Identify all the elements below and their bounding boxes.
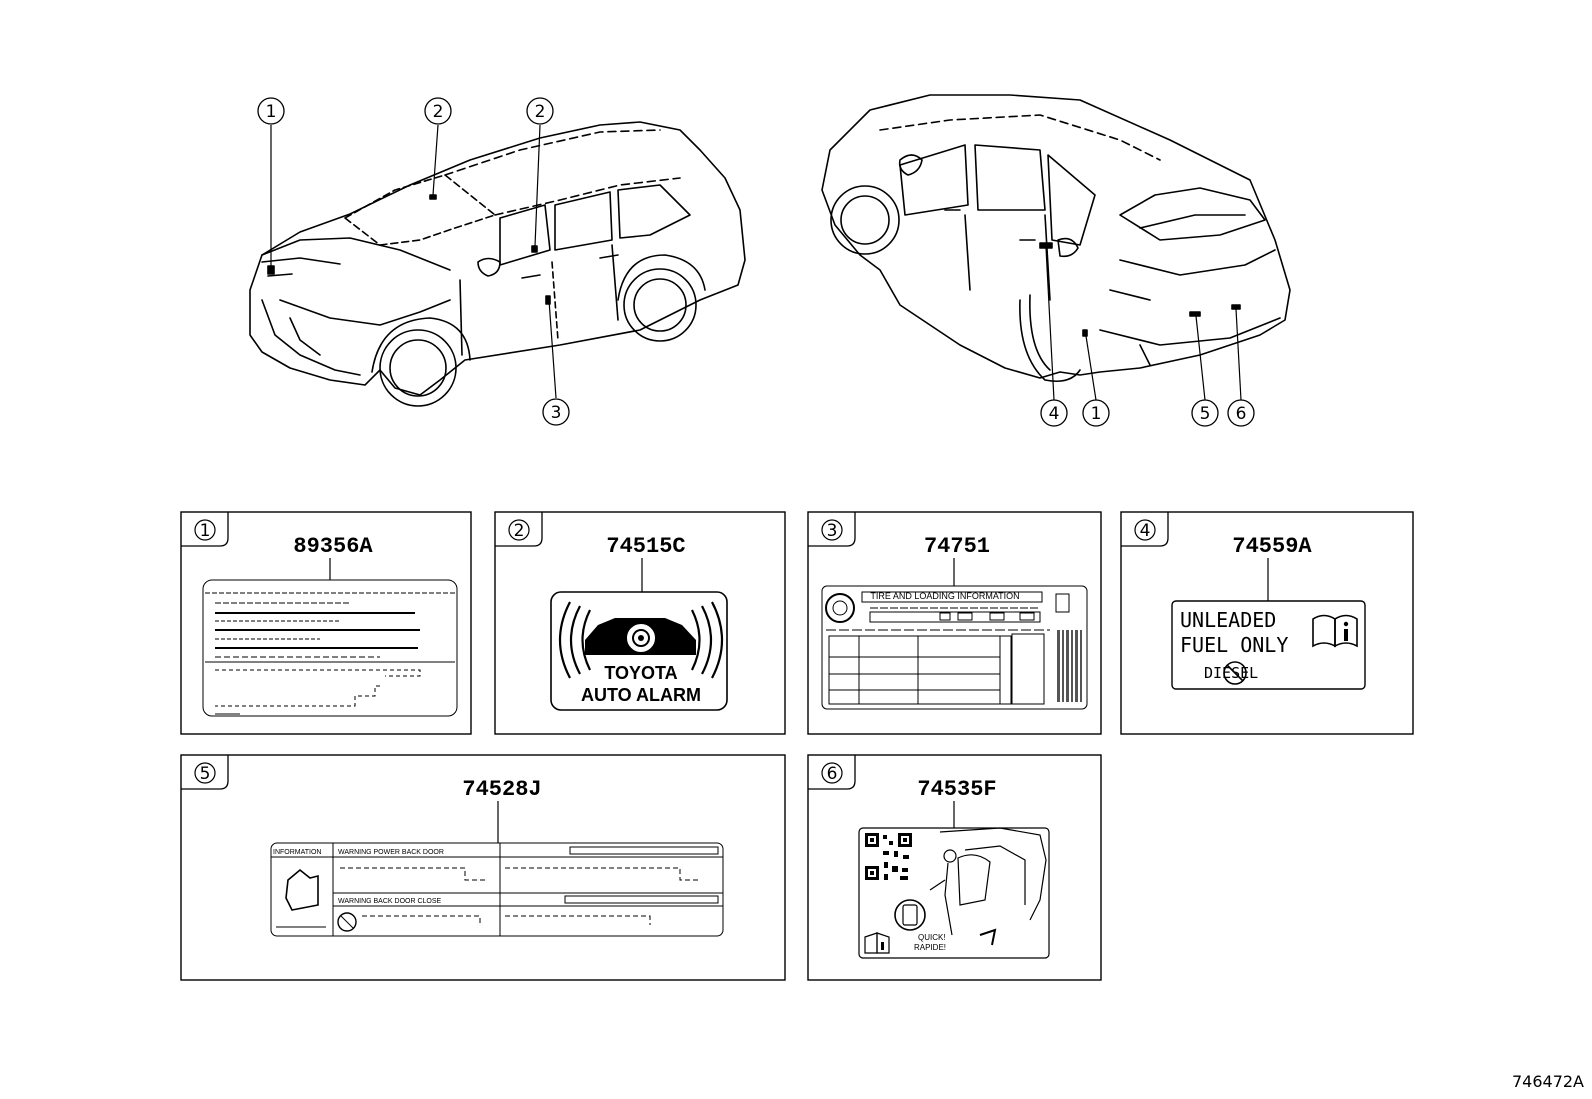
fuel-label-line-3: DIESEL bbox=[1204, 664, 1258, 682]
callout-3-front: 3 bbox=[542, 398, 570, 426]
label-cell-warning-close: WARNING BACK DOOR CLOSE bbox=[338, 898, 442, 905]
part-number: 74515C bbox=[606, 534, 685, 559]
svg-text:5: 5 bbox=[1200, 404, 1211, 424]
front-view-callouts bbox=[270, 124, 557, 399]
manual-info-icon bbox=[1312, 614, 1358, 648]
svg-text:3: 3 bbox=[551, 403, 562, 423]
callout-5-rear: 5 bbox=[1191, 399, 1219, 427]
tire-label-barcode bbox=[1057, 630, 1082, 702]
panel-5: 5 74528J INFORMATION WARNING POWER BACK … bbox=[180, 754, 786, 981]
fuel-label-line-1: UNLEADED bbox=[1180, 608, 1276, 632]
quick-label-line-2: RAPIDE! bbox=[914, 943, 946, 952]
svg-text:2: 2 bbox=[535, 102, 546, 122]
label-cell-information: INFORMATION bbox=[273, 849, 321, 856]
part-number: 89356A bbox=[293, 534, 373, 559]
callout-6-rear: 6 bbox=[1227, 399, 1255, 427]
vehicle-front-view bbox=[249, 121, 746, 407]
callout-2-front-a: 2 bbox=[424, 97, 452, 125]
panel-1: 1 89356A bbox=[180, 511, 472, 735]
rear-view-callouts bbox=[1045, 247, 1242, 401]
svg-text:4: 4 bbox=[1049, 404, 1060, 424]
fuel-label: UNLEADED FUEL ONLY DIESEL bbox=[1171, 600, 1366, 690]
bumper-caution-label bbox=[202, 579, 458, 717]
part-number: 74535F bbox=[917, 777, 996, 802]
callout-2-front-b: 2 bbox=[526, 97, 554, 125]
panel-index: 5 bbox=[200, 764, 211, 784]
callout-4-rear: 4 bbox=[1040, 399, 1068, 427]
panel-2: 2 74515C TOYOTA AUTO ALARM bbox=[494, 511, 786, 735]
panel-index: 6 bbox=[827, 764, 838, 784]
auto-alarm-label: TOYOTA AUTO ALARM bbox=[550, 591, 728, 711]
svg-text:2: 2 bbox=[433, 102, 444, 122]
panel-index: 3 bbox=[827, 521, 838, 541]
back-door-warning-label: INFORMATION WARNING POWER BACK DOOR WARN… bbox=[270, 842, 724, 937]
part-number: 74528J bbox=[462, 777, 541, 802]
panel-index: 4 bbox=[1140, 521, 1151, 541]
fuel-label-line-2: FUEL ONLY bbox=[1180, 633, 1288, 657]
panel-4: 4 74559A UNLEADED FUEL ONLY DIESEL bbox=[1120, 511, 1414, 735]
vehicle-rear-view bbox=[821, 94, 1291, 383]
part-number: 74751 bbox=[924, 534, 990, 559]
alarm-label-line-1: TOYOTA bbox=[604, 663, 677, 683]
tire-label-heading: TIRE AND LOADING INFORMATION bbox=[870, 591, 1019, 601]
panel-6: 6 74535F bbox=[807, 754, 1102, 981]
label-cell-warning-power: WARNING POWER BACK DOOR bbox=[338, 849, 444, 856]
panel-index: 1 bbox=[200, 521, 211, 541]
panel-index: 2 bbox=[514, 521, 525, 541]
svg-text:1: 1 bbox=[266, 102, 277, 122]
callout-1-rear: 1 bbox=[1082, 399, 1110, 427]
quick-access-label: QUICK! RAPIDE! bbox=[858, 827, 1050, 959]
quick-label-line-1: QUICK! bbox=[918, 933, 946, 942]
part-number: 74559A bbox=[1232, 534, 1312, 559]
callout-1-front: 1 bbox=[257, 97, 285, 125]
panel-3: 3 74751 TIRE AND LOADING INFORMATION bbox=[807, 511, 1102, 735]
qr-code bbox=[865, 833, 912, 880]
tire-loading-label: TIRE AND LOADING INFORMATION bbox=[821, 585, 1088, 710]
svg-text:1: 1 bbox=[1091, 404, 1102, 424]
alarm-label-line-2: AUTO ALARM bbox=[581, 685, 701, 705]
svg-text:6: 6 bbox=[1236, 404, 1247, 424]
figure-id: 746472A bbox=[1511, 1072, 1584, 1091]
